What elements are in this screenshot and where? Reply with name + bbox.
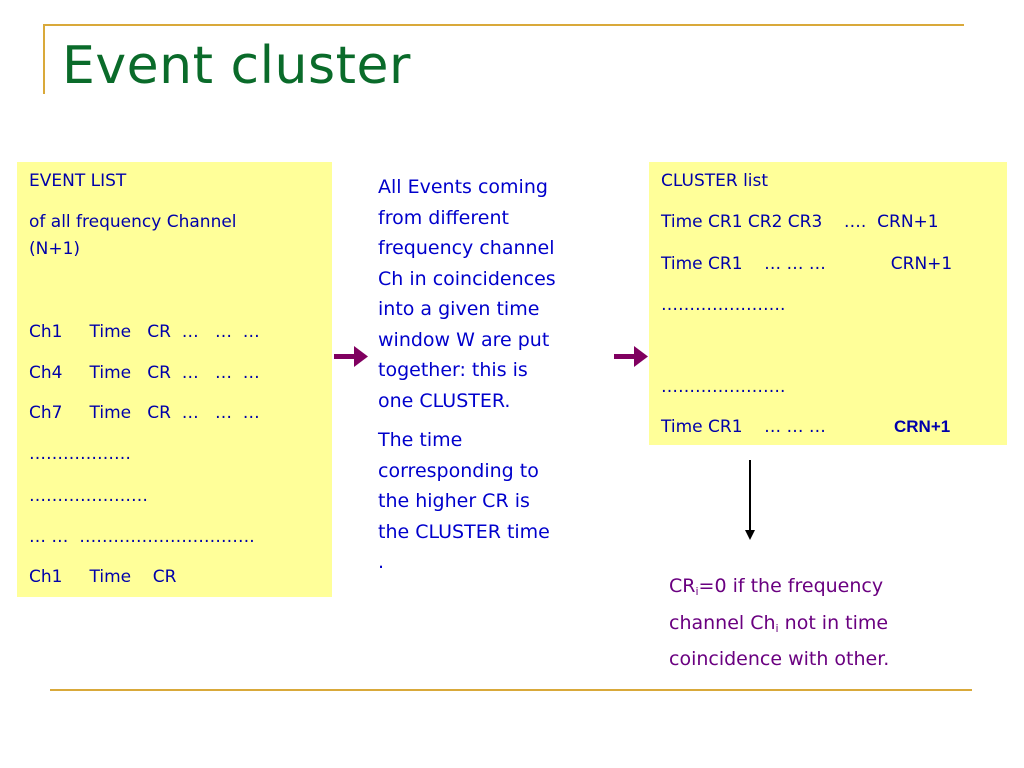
event-ellipsis-row: ………………: [29, 444, 131, 464]
cluster-ellipsis-row: ………………….: [661, 377, 786, 397]
slide-title: Event cluster: [62, 36, 411, 96]
note-line-2: channel Chi not in time: [669, 608, 989, 645]
event-list-heading: EVENT LIST: [29, 171, 127, 191]
left-border-line: [43, 24, 45, 94]
note-text-1: =0 if the frequency: [698, 575, 884, 597]
event-row: Ch1 Time CR … … …: [29, 322, 260, 342]
cluster-list-box: CLUSTER list Time CR1 CR2 CR3 …. CRN+1 T…: [649, 162, 1007, 445]
note-text-3: not in time: [778, 611, 889, 634]
cluster-ellipsis-row: ………………….: [661, 295, 786, 315]
event-ellipsis-row: … … ………………………….: [29, 527, 255, 547]
cluster-definition-text: All Events coming from different frequen…: [378, 176, 556, 412]
cluster-row: Time CR1 … … … CRN+1: [661, 254, 953, 274]
top-border-line: [43, 24, 964, 26]
cluster-row: Time CR1 CR2 CR3 …. CRN+1: [661, 212, 939, 232]
event-list-count: (N+1): [29, 239, 81, 259]
cluster-row: Time CR1 … … …: [661, 417, 826, 437]
event-list-subtitle: of all frequency Channel: [29, 212, 237, 232]
note-line-3: coincidence with other.: [669, 648, 890, 670]
note-cr-label: CR: [669, 575, 696, 597]
right-arrow-icon: [334, 346, 368, 367]
event-row: Ch1 Time CR: [29, 567, 177, 587]
event-row: Ch4 Time CR … … …: [29, 363, 260, 383]
note-text-2: channel Ch: [669, 611, 776, 634]
note-line-1: CRi=0 if the frequency: [669, 571, 989, 608]
right-arrow-icon: [614, 346, 648, 367]
down-arrow-icon: [745, 460, 755, 540]
event-row: Ch7 Time CR … … …: [29, 403, 260, 423]
bottom-border-line: [50, 689, 972, 691]
cluster-explanation: All Events coming from different frequen…: [378, 172, 613, 578]
cr-zero-note: CRi=0 if the frequency channel Chi not i…: [669, 571, 989, 675]
cluster-list-heading: CLUSTER list: [661, 171, 769, 191]
cluster-time-text: The time corresponding to the higher CR …: [378, 429, 550, 573]
note-ch-subscript: i: [775, 621, 779, 635]
note-cr-subscript: i: [695, 585, 699, 598]
event-list-box: EVENT LIST of all frequency Channel (N+1…: [17, 162, 332, 597]
cluster-row-bold-crn: CRN+1: [894, 417, 951, 436]
event-ellipsis-row: …………………: [29, 486, 148, 506]
